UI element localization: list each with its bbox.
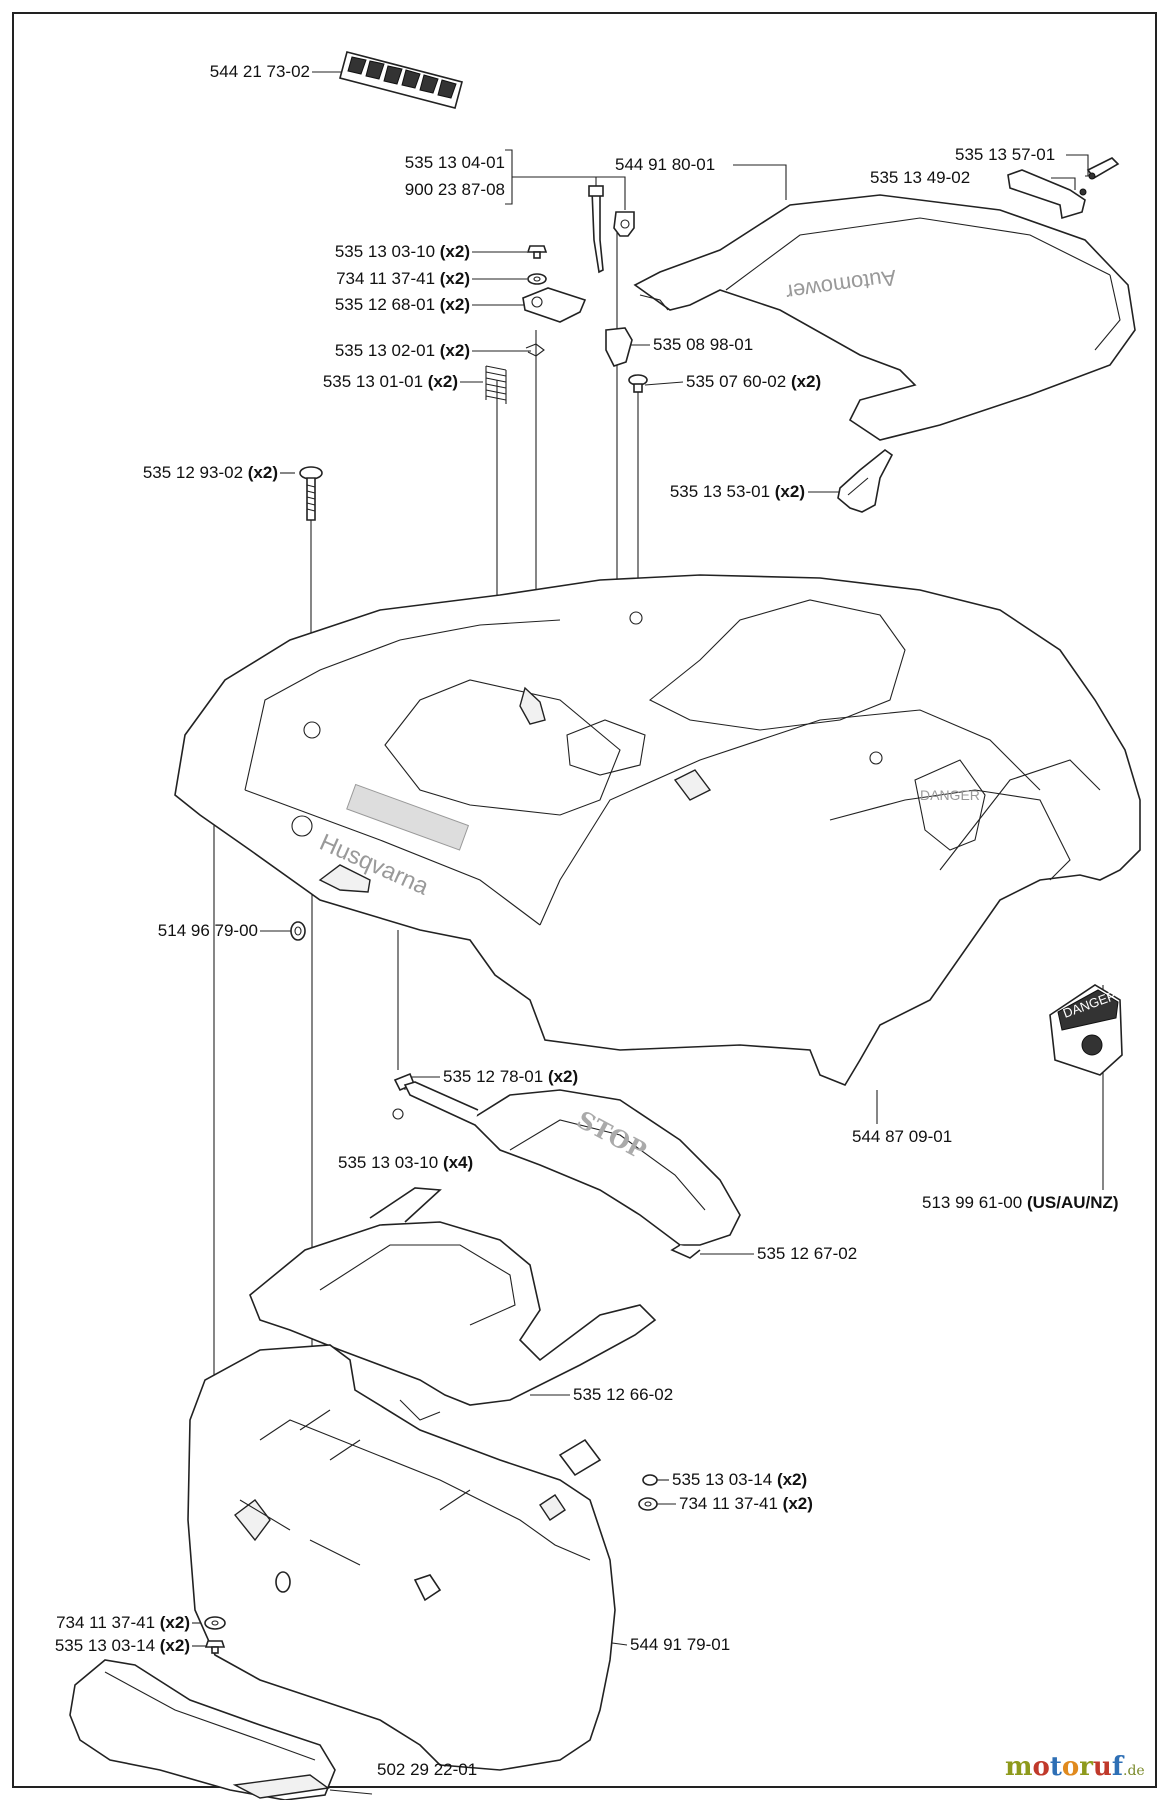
watermark: motoruf.de	[1005, 1752, 1145, 1782]
carry-handle	[69, 1574, 442, 1800]
body-danger-text: DANGER	[920, 787, 980, 803]
watermark-name: motoruf	[1005, 1752, 1124, 1782]
cable-tie	[588, 185, 604, 274]
callout-535-13-53-01: 535 13 53-01 (x2)	[669, 482, 805, 501]
screw-535-07-60-02	[628, 374, 648, 393]
callout-535-12-93-02: 535 12 93-02 (x2)	[142, 463, 278, 482]
callout-734-11-37-41-left: 734 11 37-41 (x2)	[56, 1613, 190, 1632]
chassis-plate	[249, 1187, 657, 1421]
watermark-domain: .de	[1123, 1763, 1145, 1779]
callout-535-12-67-02: 535 12 67-02	[757, 1244, 858, 1263]
top-cover: Automower	[633, 194, 1136, 441]
callout-535-13-02-01: 535 13 02-01 (x2)	[334, 341, 470, 360]
body-decal-strip	[346, 783, 470, 851]
callout-513-99-61-00: 513 99 61-00 (US/AU/NZ)	[922, 1193, 1119, 1212]
clip-900-23	[613, 211, 635, 237]
washer-734-11-37-41	[527, 273, 547, 285]
screw-535-13-03-14-left	[204, 1640, 226, 1654]
callout-900-23-87-08: 900 23 87-08	[404, 180, 505, 199]
callout-535-13-03-10-x2: 535 13 03-10 (x2)	[334, 242, 470, 261]
washer-514-96-79-00	[290, 921, 306, 941]
callout-544-87-09-01: 544 87 09-01	[852, 1127, 953, 1146]
callout-535-13-03-14-right: 535 13 03-14 (x2)	[672, 1470, 808, 1489]
stop-cover: STOP	[403, 1081, 741, 1259]
bolt-535-12-93-02	[299, 466, 323, 521]
callout-535-13-03-14-left: 535 13 03-14 (x2)	[54, 1636, 190, 1655]
callout-544-91-79-01: 544 91 79-01	[630, 1635, 731, 1654]
front-bumper	[187, 1344, 616, 1771]
callout-734-11-37-41-top: 734 11 37-41 (x2)	[336, 269, 470, 288]
callout-535-12-78-01: 535 12 78-01 (x2)	[443, 1067, 579, 1086]
spring-535-13-01-01	[485, 365, 507, 404]
washer-734-11-37-41-right	[638, 1497, 658, 1511]
danger-decal: DANGER	[1049, 984, 1123, 1076]
spring-clip-535-13-02-01	[525, 343, 545, 357]
callout-535-13-03-10-x4: 535 13 03-10 (x4)	[338, 1153, 474, 1172]
stop-hinge-pins	[392, 1072, 416, 1120]
main-body: Husqvarna DANGER	[174, 574, 1141, 1086]
cover-hinge-bracket	[837, 448, 894, 513]
callout-535-13-57-01: 535 13 57-01	[955, 145, 1056, 164]
latch-plate-535-12-68-01	[522, 287, 587, 323]
callout-544-21-73-02: 544 21 73-02	[209, 62, 310, 81]
screw-535-13-03-10	[526, 245, 548, 259]
callout-535-13-49-02: 535 13 49-02	[870, 168, 971, 187]
diagram-frame	[12, 12, 1157, 1788]
callout-734-11-37-41-right: 734 11 37-41 (x2)	[679, 1494, 813, 1513]
callout-535-13-04-01: 535 13 04-01	[404, 153, 505, 172]
callout-544-91-80-01: 544 91 80-01	[615, 155, 716, 174]
decal-sheet	[339, 51, 463, 109]
callout-535-13-01-01: 535 13 01-01 (x2)	[322, 372, 458, 391]
callout-502-29-22-01: 502 29 22-01	[377, 1760, 478, 1779]
bracket-535-08-98-01	[605, 327, 633, 367]
callout-535-08-98-01: 535 08 98-01	[653, 335, 754, 354]
cover-hinge	[1007, 157, 1120, 220]
callout-535-07-60-02: 535 07 60-02 (x2)	[686, 372, 822, 391]
screw-535-13-03-14-right	[642, 1474, 658, 1486]
callout-535-12-68-01: 535 12 68-01 (x2)	[334, 295, 470, 314]
callout-535-12-66-02: 535 12 66-02	[573, 1385, 674, 1404]
washer-734-11-37-41-left	[204, 1616, 226, 1630]
callout-514-96-79-00: 514 96 79-00	[157, 921, 258, 940]
